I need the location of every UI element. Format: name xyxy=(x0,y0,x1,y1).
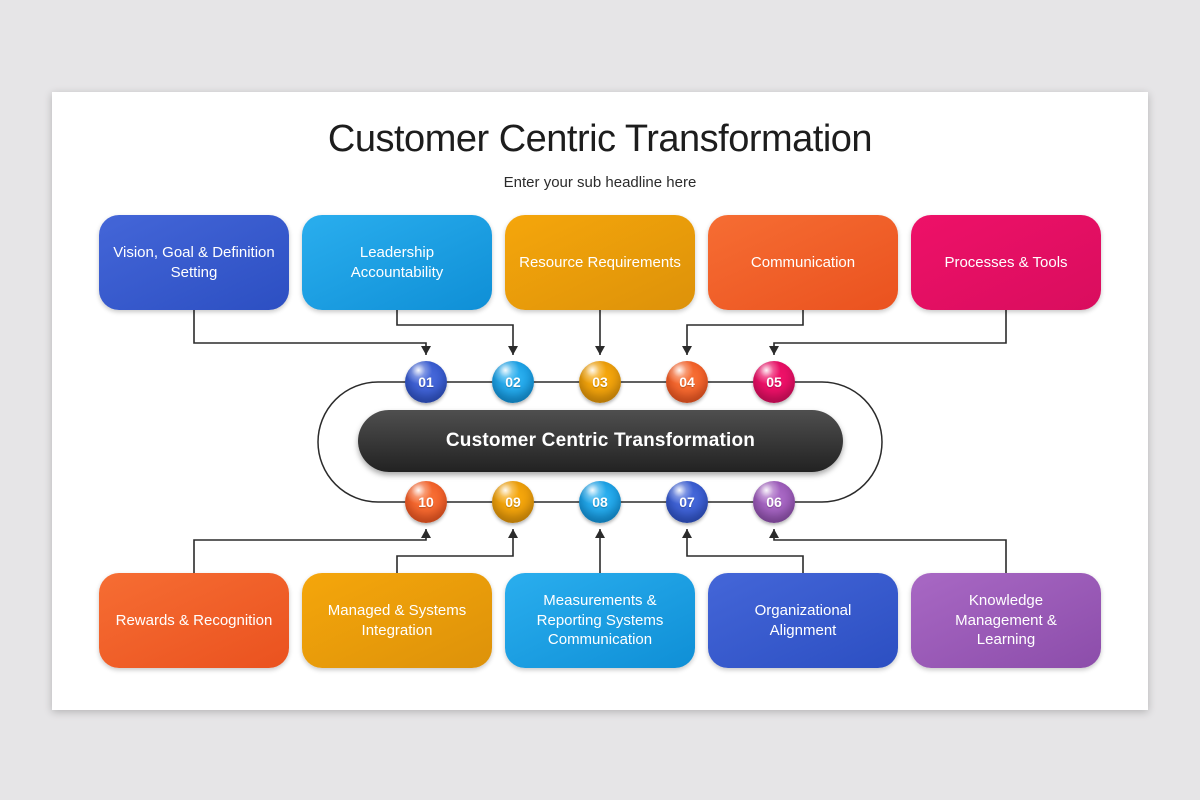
box-label: Processes & Tools xyxy=(944,253,1068,271)
step-circle-02[interactable]: 02 xyxy=(492,361,534,403)
box-processes-tools[interactable]: Processes & Tools xyxy=(911,215,1101,310)
box-label: Communication xyxy=(750,253,856,271)
step-number: 09 xyxy=(505,494,521,510)
step-number: 01 xyxy=(418,374,434,390)
box-knowledge-management-learning[interactable]: Knowledge Management & Learning xyxy=(911,573,1101,668)
step-number: 06 xyxy=(766,494,782,510)
box-communication[interactable]: Communication xyxy=(708,215,898,310)
connector-top-1 xyxy=(193,310,431,355)
center-title-label: Customer Centric Transformation xyxy=(445,430,756,451)
step-number: 03 xyxy=(592,374,608,390)
connector-bottom-1 xyxy=(193,529,431,573)
box-managed-systems-integration[interactable]: Managed & Systems Integration xyxy=(302,573,492,668)
step-circle-07[interactable]: 07 xyxy=(666,481,708,523)
step-circle-04[interactable]: 04 xyxy=(666,361,708,403)
step-number: 07 xyxy=(679,494,695,510)
loop-outline xyxy=(317,381,883,503)
box-measurements-reporting-systems-communication[interactable]: Measurements & Reporting Systems Communi… xyxy=(505,573,695,668)
step-circle-03[interactable]: 03 xyxy=(579,361,621,403)
connector-top-5 xyxy=(769,310,1007,355)
box-label: Rewards & Recognition xyxy=(115,611,273,629)
step-number: 05 xyxy=(766,374,782,390)
box-label: Leadership Accountability xyxy=(350,243,444,281)
page-title: Customer Centric Transformation xyxy=(327,118,873,160)
box-organizational-alignment[interactable]: Organizational Alignment xyxy=(708,573,898,668)
connector-bottom-2 xyxy=(396,529,518,573)
box-leadership-accountability[interactable]: Leadership Accountability xyxy=(302,215,492,310)
connector-top-2 xyxy=(396,310,518,355)
box-label: Resource Requirements xyxy=(519,253,681,271)
box-label: Vision, Goal & Definition Setting xyxy=(113,243,275,281)
box-label: Measurements & Reporting Systems Communi… xyxy=(536,591,664,649)
step-circle-09[interactable]: 09 xyxy=(492,481,534,523)
step-number: 04 xyxy=(679,374,695,390)
box-label: Knowledge Management & Learning xyxy=(955,591,1057,649)
connector-bottom-4 xyxy=(682,529,804,573)
step-circle-06[interactable]: 06 xyxy=(753,481,795,523)
step-number: 08 xyxy=(592,494,608,510)
step-circle-05[interactable]: 05 xyxy=(753,361,795,403)
slide-canvas: Customer Centric Transformation Enter yo… xyxy=(52,92,1148,710)
step-circle-01[interactable]: 01 xyxy=(405,361,447,403)
connector-top-4 xyxy=(682,310,804,355)
box-vision-goal-definition-setting[interactable]: Vision, Goal & Definition Setting xyxy=(99,215,289,310)
step-number: 10 xyxy=(418,494,434,510)
box-rewards-recognition[interactable]: Rewards & Recognition xyxy=(99,573,289,668)
box-label: Organizational Alignment xyxy=(754,601,852,639)
page-subtitle: Enter your sub headline here xyxy=(503,174,697,191)
step-circle-08[interactable]: 08 xyxy=(579,481,621,523)
box-resource-requirements[interactable]: Resource Requirements xyxy=(505,215,695,310)
connector-lines xyxy=(193,310,1007,573)
center-title-pill: Customer Centric Transformation xyxy=(358,410,843,472)
connector-bottom-5 xyxy=(769,529,1007,573)
step-number: 02 xyxy=(505,374,521,390)
box-label: Managed & Systems Integration xyxy=(327,601,467,639)
step-circle-10[interactable]: 10 xyxy=(405,481,447,523)
